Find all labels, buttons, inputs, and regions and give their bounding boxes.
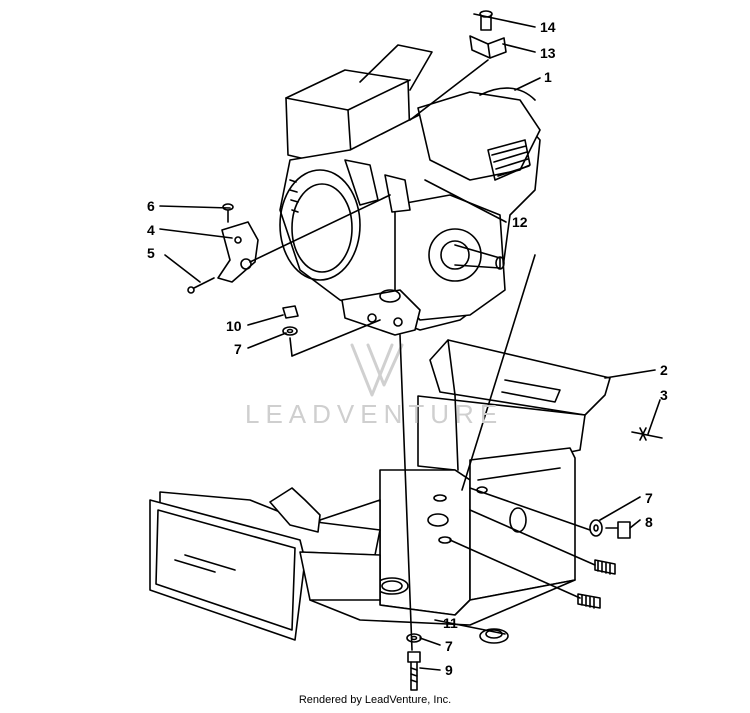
callout-1: 1 bbox=[544, 69, 552, 85]
callout-7-bottom: 7 bbox=[445, 638, 453, 654]
callout-3: 3 bbox=[660, 387, 668, 403]
frame-bolt-lower[interactable] bbox=[577, 593, 601, 609]
callout-7-right: 7 bbox=[645, 490, 653, 506]
callout-14: 14 bbox=[540, 19, 556, 35]
screw-part-6[interactable] bbox=[222, 203, 234, 223]
engine-assembly[interactable] bbox=[279, 44, 541, 336]
mounting-frame[interactable] bbox=[149, 339, 611, 641]
bracket-part-4[interactable] bbox=[217, 221, 259, 283]
nut-part-10[interactable] bbox=[282, 305, 299, 319]
callout-13: 13 bbox=[540, 45, 556, 61]
callout-8: 8 bbox=[645, 514, 653, 530]
callout-6: 6 bbox=[147, 198, 155, 214]
bolt-part-8[interactable] bbox=[605, 521, 631, 539]
frame-bolt-upper[interactable] bbox=[594, 559, 616, 575]
watermark-text: LEADVENTURE bbox=[245, 399, 503, 429]
clip-part-13[interactable] bbox=[469, 35, 507, 59]
callout-2: 2 bbox=[660, 362, 668, 378]
bolt-part-9[interactable] bbox=[407, 651, 421, 691]
washer-part-7b[interactable] bbox=[589, 519, 603, 537]
callout-12: 12 bbox=[512, 214, 528, 230]
pin-part-5[interactable] bbox=[187, 277, 215, 294]
callout-10: 10 bbox=[226, 318, 242, 334]
callout-9: 9 bbox=[445, 662, 453, 678]
callout-7-top: 7 bbox=[234, 341, 242, 357]
footer-credit: Rendered by LeadVenture, Inc. bbox=[298, 694, 452, 706]
callout-11: 11 bbox=[443, 615, 458, 631]
pin-part-3[interactable] bbox=[631, 427, 663, 441]
callout-5: 5 bbox=[147, 245, 155, 261]
washer-part-7c[interactable] bbox=[406, 633, 422, 643]
bolt-part-14[interactable] bbox=[479, 10, 493, 31]
watermark-logo bbox=[350, 343, 404, 397]
callout-4: 4 bbox=[147, 222, 155, 238]
